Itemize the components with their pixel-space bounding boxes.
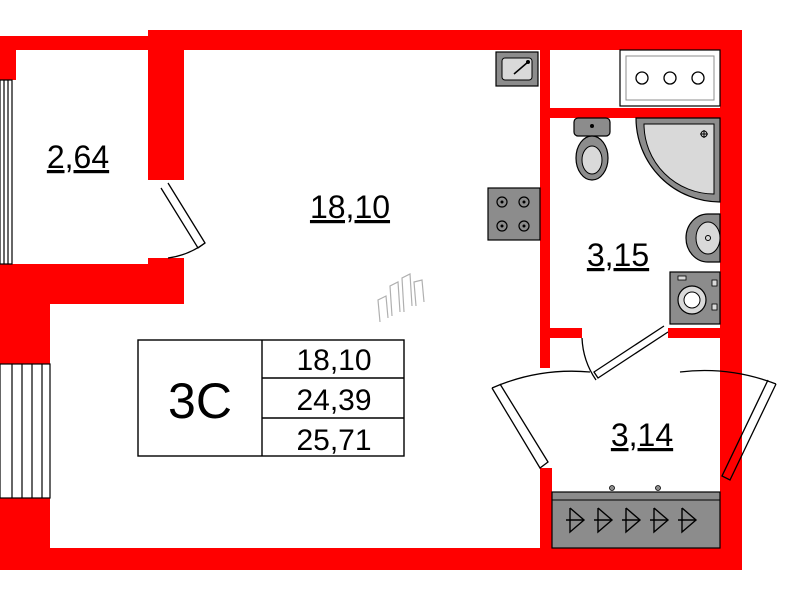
info-total-area: 24,39	[296, 384, 371, 417]
balcony-door	[160, 182, 206, 259]
sink-icon	[495, 51, 539, 87]
apartment-type-label: 3С	[168, 373, 232, 429]
wall-bathroom-bottom-left	[540, 328, 582, 338]
washbasin-icon	[685, 213, 721, 263]
wall-top	[0, 36, 148, 50]
wall-divider-upper	[148, 30, 184, 180]
shaft-void	[560, 60, 618, 108]
wall-left-top-pier	[0, 36, 16, 80]
hall-area-label: 3,14	[611, 417, 673, 453]
window-left-upper	[0, 79, 13, 265]
wall-bathroom-bottom-right	[668, 328, 728, 338]
wall-right	[720, 30, 742, 570]
bathroom-area-label: 3,15	[587, 237, 649, 273]
info-total-with-balcony: 25,71	[296, 424, 371, 457]
compass-mark-icon	[377, 273, 425, 323]
bathroom-door	[581, 325, 669, 381]
living-area-label: 18,10	[310, 189, 390, 225]
info-living-area: 18,10	[296, 344, 371, 377]
window-left-lower	[0, 363, 51, 499]
toilet-icon	[573, 117, 611, 181]
wall-left-bottom-pier	[0, 498, 50, 550]
info-box	[137, 339, 405, 457]
wall-hall-left	[540, 468, 552, 548]
hanger-icon	[566, 507, 698, 534]
hall-door	[491, 369, 777, 481]
wall-top-main	[148, 30, 740, 50]
wall-bathroom-left	[540, 30, 550, 368]
wall-hall-right	[720, 480, 742, 550]
walls	[0, 30, 742, 570]
balcony-area-label: 2,64	[47, 139, 109, 175]
kitchen-cabinet-icon	[619, 49, 721, 107]
stove-icon	[487, 187, 541, 241]
wall-right-lower	[720, 340, 742, 374]
wall-bottom	[0, 548, 742, 570]
wall-bathroom-top	[540, 108, 720, 118]
washing-machine-icon	[669, 271, 721, 325]
wall-left-pier	[0, 264, 50, 364]
shower-icon	[635, 117, 721, 203]
